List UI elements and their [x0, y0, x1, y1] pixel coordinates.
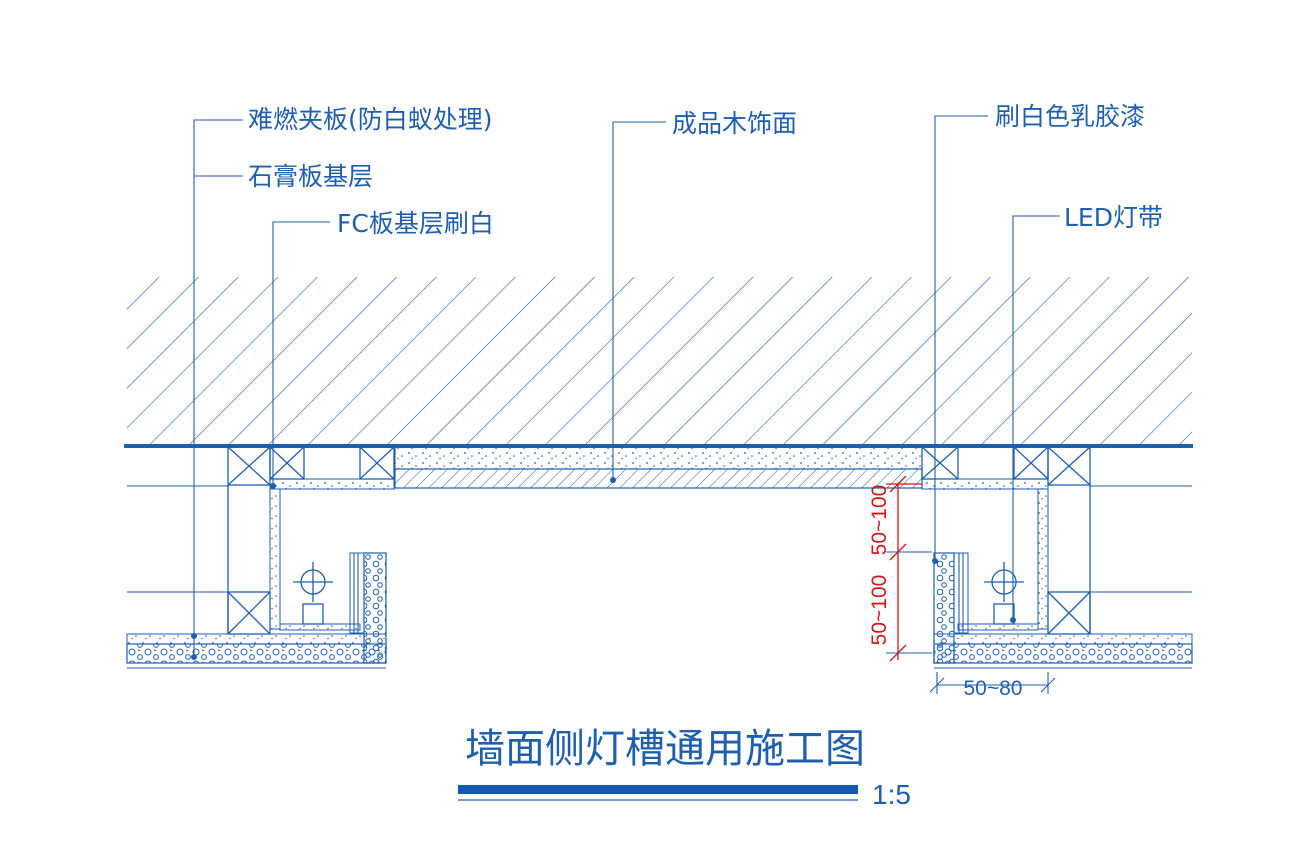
wood-finish-panel [394, 446, 923, 489]
light-fixture-symbol-icon [293, 562, 333, 625]
drawing-scale: 1:5 [872, 779, 911, 810]
label-gypsum-base: 石膏板基层 [248, 162, 373, 191]
left-light-trough [126, 446, 395, 669]
dim-width: 50~80 [964, 677, 1023, 700]
wall-section [124, 277, 1193, 448]
title-underline [458, 785, 858, 794]
label-led-strip: LED灯带 [1064, 203, 1163, 232]
dim-depth-upper: 50~100 [868, 485, 891, 556]
label-wood-finish: 成品木饰面 [672, 109, 797, 138]
dimension-lines [886, 475, 1056, 694]
leader-lines [193, 115, 1060, 658]
drawing-title: 墙面侧灯槽通用施工图 [465, 726, 865, 772]
light-fixture-symbol-icon [984, 562, 1024, 625]
guide-lines [127, 485, 1192, 593]
label-fire-plywood: 难燃夹板(防白蚁处理) [248, 105, 493, 134]
right-light-trough [921, 446, 1193, 669]
label-fc-board: FC板基层刷白 [337, 209, 494, 238]
dim-depth-lower: 50~100 [868, 575, 891, 646]
leader-dots [191, 477, 1016, 660]
label-latex-paint: 刷白色乳胶漆 [995, 102, 1145, 131]
